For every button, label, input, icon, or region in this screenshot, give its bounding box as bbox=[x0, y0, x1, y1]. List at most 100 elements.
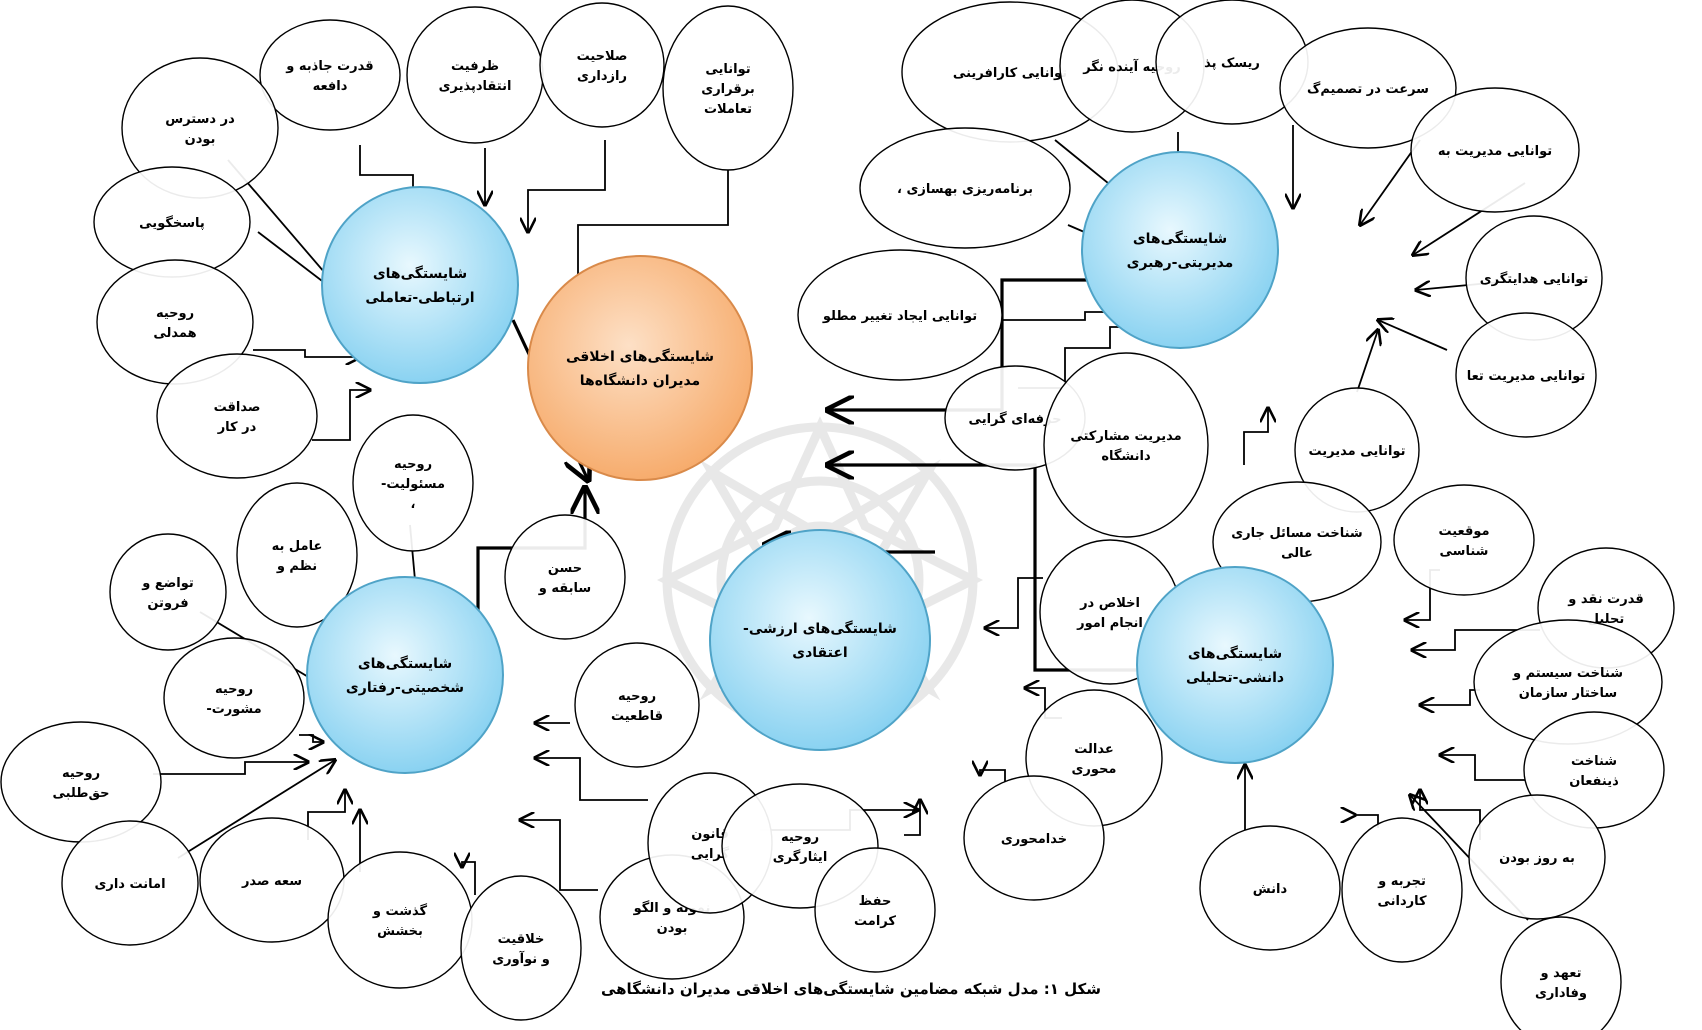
connector-arrow-47 bbox=[535, 758, 648, 801]
leaf-node-label: حق‌طلبی bbox=[52, 786, 109, 801]
leaf-node-label: گرایی bbox=[691, 846, 730, 862]
leaf-node-label: به روز بودن bbox=[1499, 851, 1575, 866]
core-node-label: شایستگی‌های اخلاقی bbox=[566, 348, 714, 365]
leaf-node-n28: امانت داری bbox=[61, 820, 199, 946]
leaf-node-label: قاطعیت bbox=[611, 709, 663, 724]
connector-arrow-18 bbox=[1378, 320, 1448, 351]
theme-node-label: ارتباطی-تعاملی bbox=[365, 290, 474, 306]
leaf-node-n14: برنامه‌ریزی بهسازی ، bbox=[859, 127, 1071, 249]
leaf-node-shape bbox=[1455, 312, 1597, 438]
leaf-node-label: بودن bbox=[185, 132, 216, 147]
leaf-node-shape bbox=[539, 2, 665, 128]
connector-arrow-45 bbox=[462, 862, 476, 895]
theme-node-t4: شایستگی‌های ارزشی- اعتقادی bbox=[709, 529, 931, 751]
leaf-node-label: شناسی bbox=[1440, 544, 1489, 559]
leaf-node-label: محوری bbox=[1072, 762, 1117, 777]
core-node-shape bbox=[527, 255, 753, 481]
leaf-node-label: ، bbox=[411, 497, 416, 512]
leaf-node-shape bbox=[61, 820, 199, 946]
leaf-node-shape bbox=[1410, 87, 1580, 213]
leaf-node-n13: توانایی مدیریت به bbox=[1410, 87, 1580, 213]
theme-node-label: شایستگی‌های bbox=[358, 655, 452, 672]
leaf-node-label: تعاملات bbox=[704, 102, 752, 117]
leaf-node-label: شناخت bbox=[1571, 754, 1617, 769]
leaf-node-label: شناخت مسائل جاری bbox=[1231, 526, 1362, 541]
leaf-node-label: اخلاص در bbox=[1079, 596, 1140, 611]
leaf-node-label: عامل به bbox=[272, 539, 323, 554]
leaf-node-n3: صلاحیت رازداری bbox=[539, 2, 665, 128]
theme-node-label: شایستگی‌های bbox=[1188, 645, 1282, 662]
connector-arrow-27 bbox=[1440, 755, 1525, 781]
leaf-node-label: رازداری bbox=[577, 69, 627, 84]
leaf-node-label: صداقت bbox=[214, 400, 261, 415]
leaf-node-label: توانایی مدیریت تعا bbox=[1467, 369, 1586, 384]
figure-caption: شکل ۱: مدل شبکه مضامین شایستگی‌های اخلاق… bbox=[600, 980, 1102, 998]
connector-arrow-8 bbox=[312, 390, 370, 441]
leaf-node-n40: موقعیت شناسی bbox=[1393, 484, 1535, 596]
leaf-node-label: پاسخگویی bbox=[139, 215, 205, 231]
leaf-node-label: سابقه و bbox=[538, 581, 591, 596]
leaf-node-label: کاردانی bbox=[1377, 894, 1427, 909]
leaf-node-shape bbox=[963, 775, 1105, 901]
theme-node-label: اعتقادی bbox=[792, 645, 847, 661]
leaf-node-n17: توانایی مدیریت تعا bbox=[1455, 312, 1597, 438]
theme-node-label: شایستگی‌های bbox=[1133, 230, 1227, 247]
leaf-node-shape bbox=[1500, 916, 1622, 1030]
leaf-node-label: مشورت- bbox=[206, 702, 261, 717]
connector-arrow-25 bbox=[1412, 629, 1540, 650]
theme-node-shape bbox=[1136, 566, 1334, 764]
leaf-node-label: دانش bbox=[1253, 882, 1288, 897]
leaf-node-n6: پاسخگویی bbox=[93, 166, 251, 278]
leaf-node-label: حسن bbox=[548, 561, 582, 576]
leaf-node-n27: روحیه حق‌طلبی bbox=[0, 721, 162, 843]
leaf-node-label: وفاداری bbox=[1535, 986, 1587, 1001]
leaf-node-label: دانشگاه bbox=[1101, 448, 1151, 464]
leaf-node-n44: به روز بودن bbox=[1468, 794, 1606, 920]
leaf-node-label: توانایی کارافرینی bbox=[953, 66, 1067, 81]
leaf-node-label: تواضع و bbox=[141, 576, 194, 591]
leaf-node-label: صلاحیت bbox=[577, 49, 628, 64]
core-node-label: مدیران دانشگاه‌ها bbox=[580, 372, 700, 389]
leaf-node-shape bbox=[352, 414, 474, 552]
connector-arrow-21 bbox=[1356, 330, 1378, 393]
leaf-node-label: عالی bbox=[1281, 546, 1313, 561]
leaf-node-shape bbox=[236, 482, 358, 628]
leaf-node-shape bbox=[163, 637, 305, 759]
leaf-node-label: روحیه bbox=[781, 830, 819, 845]
leaf-node-label: گذشت و bbox=[372, 903, 428, 919]
leaf-node-label: دافعه bbox=[313, 79, 348, 94]
leaf-node-label: توانایی مدیریت به bbox=[1438, 144, 1552, 159]
leaf-node-label: خلاقیت bbox=[498, 932, 545, 947]
connector-arrow-7 bbox=[253, 350, 360, 357]
leaf-node-shape bbox=[662, 5, 794, 171]
leaf-node-label: سعه صدر bbox=[241, 874, 302, 889]
leaf-node-label: حفظ bbox=[859, 894, 892, 909]
leaf-node-label: موقعیت bbox=[1438, 524, 1489, 539]
leaf-node-label: مسئولیت- bbox=[381, 477, 445, 492]
leaf-node-shape bbox=[1393, 484, 1535, 596]
leaf-node-label: تجربه و bbox=[1377, 874, 1426, 889]
leaf-node-shape bbox=[1468, 794, 1606, 920]
leaf-node-shape bbox=[797, 249, 1003, 381]
leaf-node-shape bbox=[574, 642, 700, 768]
core-node-core: شایستگی‌های اخلاقی مدیران دانشگاه‌ها bbox=[527, 255, 753, 481]
theme-node-label: شایستگی‌های ارزشی- bbox=[743, 620, 897, 637]
leaf-node-n24: حسن سابقه و bbox=[504, 514, 626, 640]
leaf-node-label: روحیه bbox=[62, 766, 100, 781]
leaf-node-label: روحیه bbox=[618, 689, 656, 704]
leaf-node-label: و نوآوری bbox=[492, 950, 550, 967]
